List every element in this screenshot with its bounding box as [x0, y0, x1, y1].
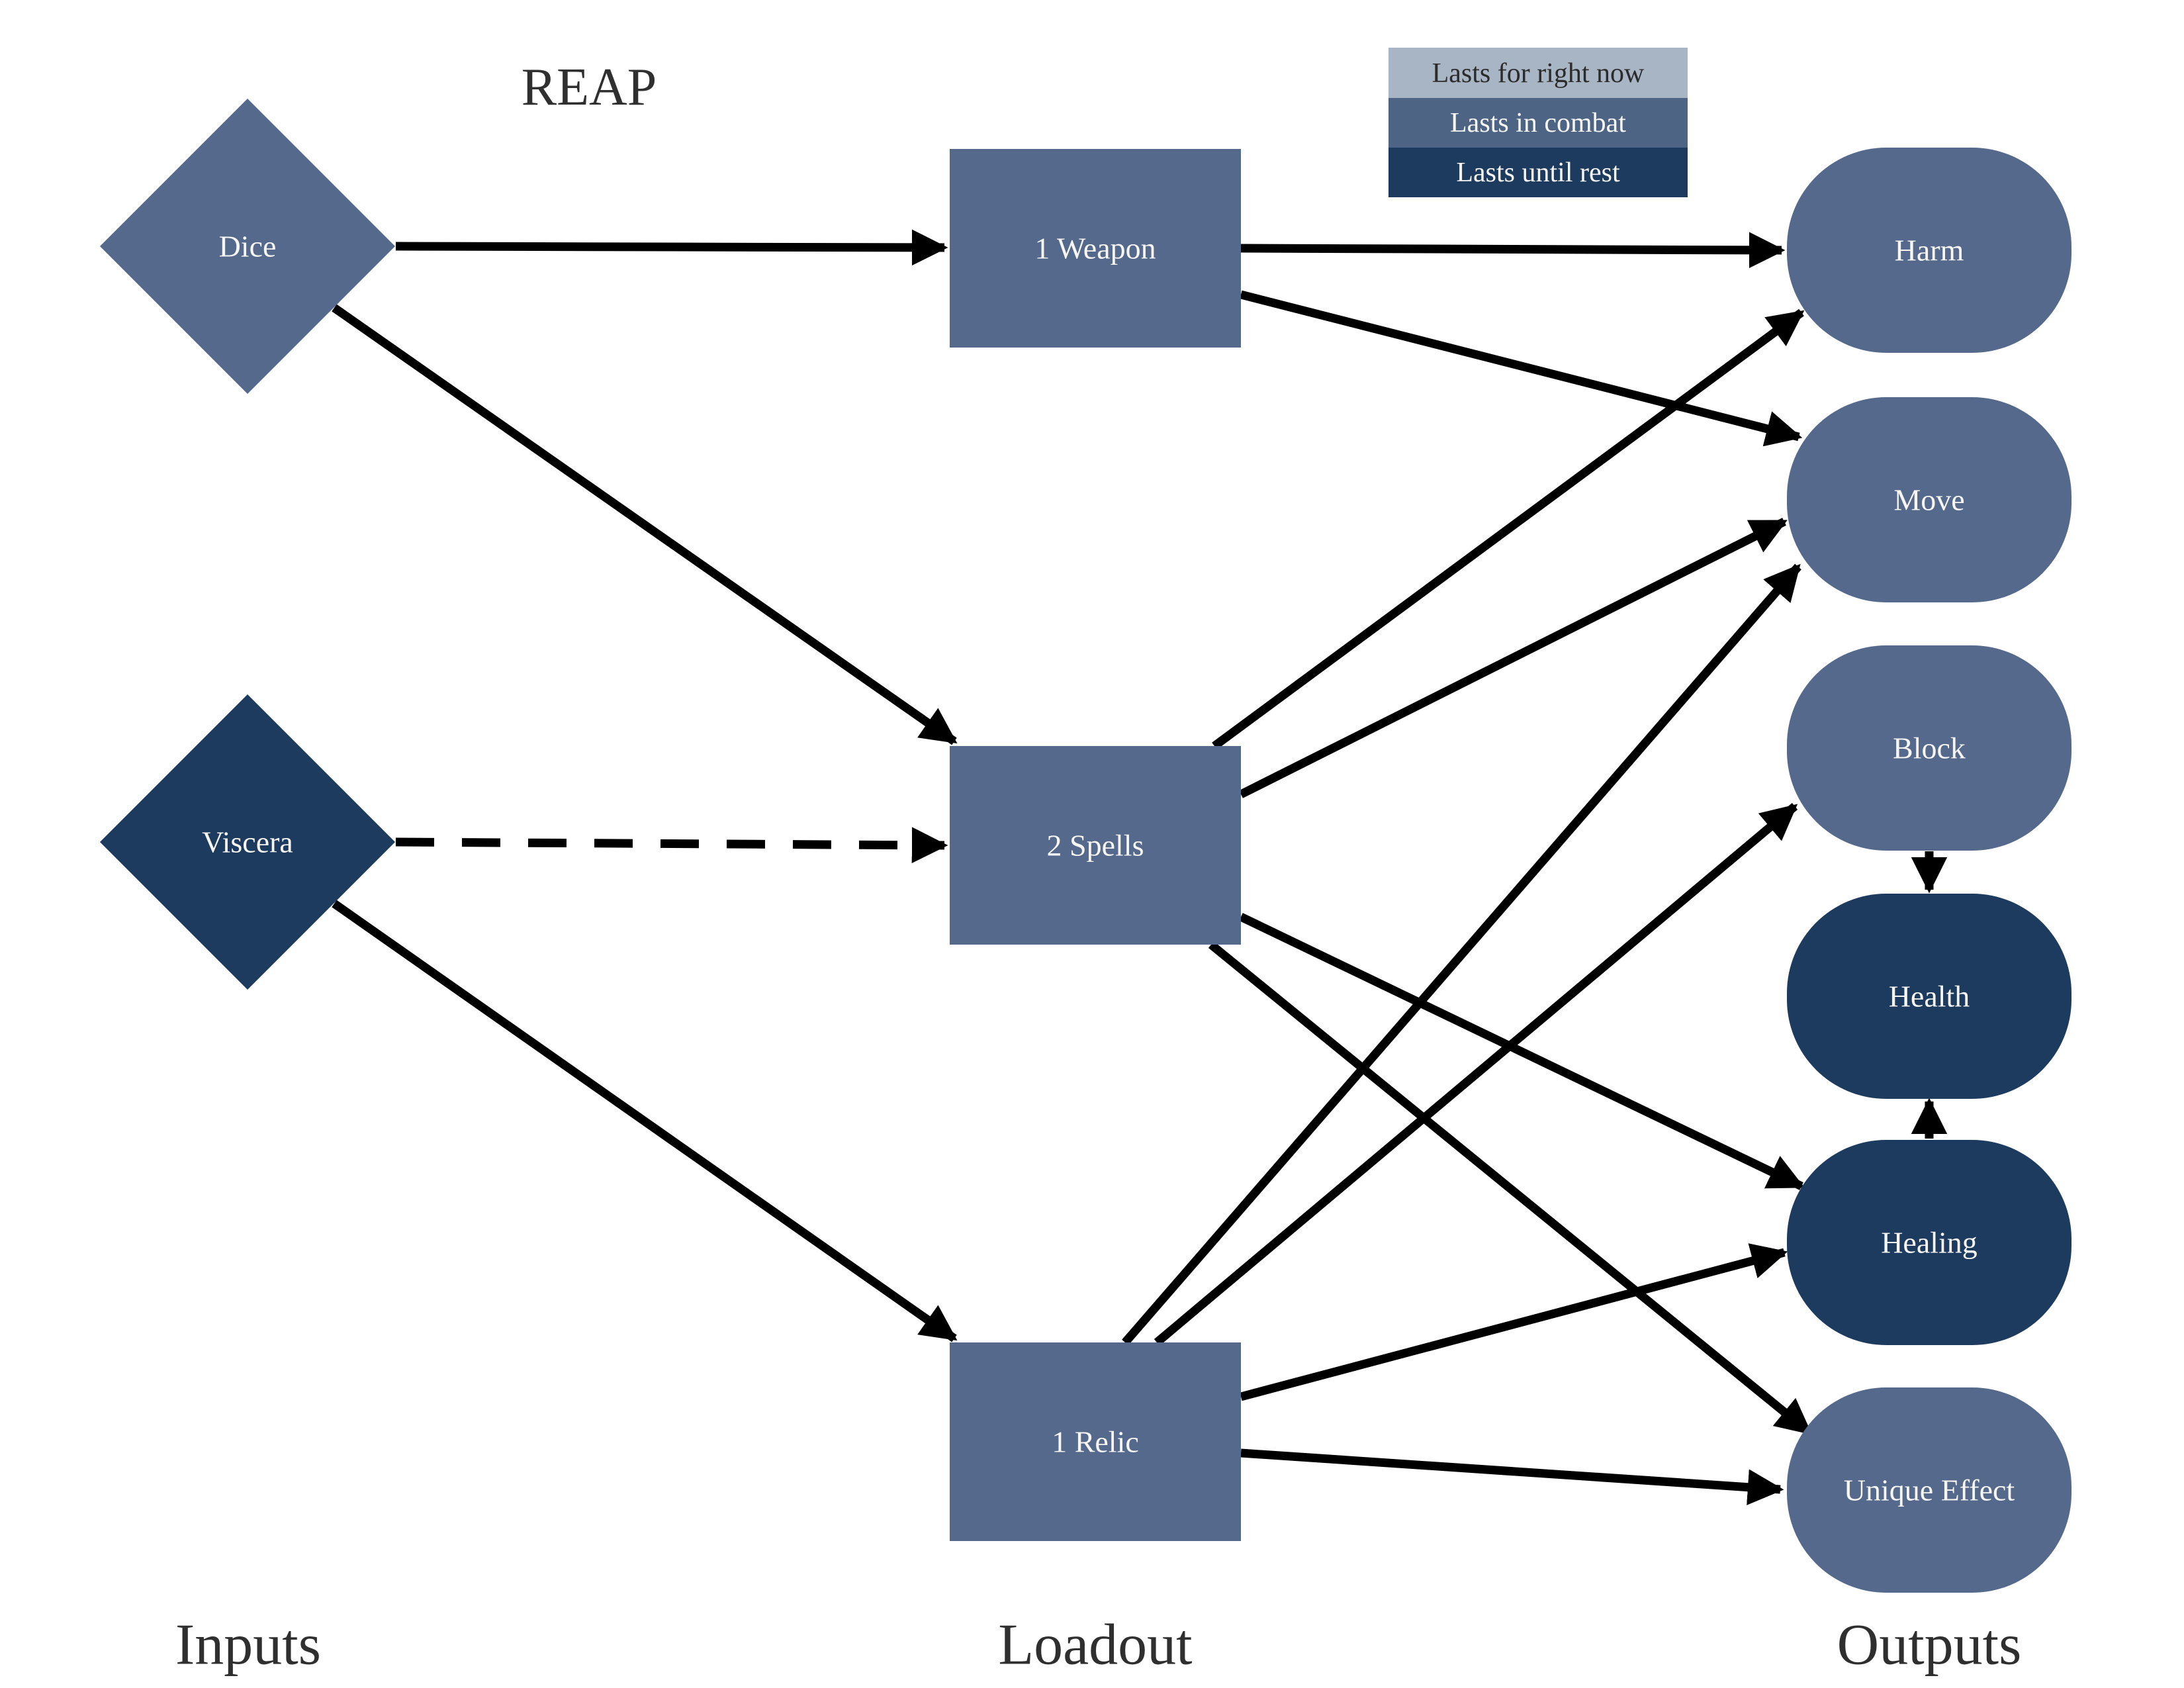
health-label: Health — [1889, 980, 1970, 1013]
node-unique-effect: Unique Effect — [1787, 1387, 2071, 1593]
edge-viscera-relic — [332, 900, 958, 1342]
edge-viscera-spells — [395, 827, 948, 864]
edge-relic-healing — [1240, 1243, 1788, 1401]
legend-swatch-until-rest — [1388, 148, 1688, 197]
unique-effect-label: Unique Effect — [1844, 1474, 2015, 1507]
edge-dice-spells — [332, 304, 958, 745]
move-label: Move — [1893, 483, 1964, 517]
legend-label-right-now: Lasts for right now — [1432, 58, 1645, 89]
move-shape — [1787, 397, 2071, 602]
node-health: Health — [1787, 894, 2071, 1099]
weapon-label: 1 Weapon — [1034, 232, 1156, 265]
health-shape — [1787, 894, 2071, 1099]
column-label-inputs: Inputs — [175, 1613, 321, 1677]
column-label-loadout: Loadout — [998, 1613, 1192, 1677]
relic-label: 1 Relic — [1052, 1425, 1139, 1459]
edge-spells-move — [1239, 518, 1788, 798]
node-weapon: 1 Weapon — [950, 149, 1241, 348]
legend-label-until-rest: Lasts until rest — [1456, 158, 1620, 188]
harm-label: Harm — [1895, 234, 1964, 267]
node-healing: Healing — [1787, 1140, 2071, 1345]
block-label: Block — [1893, 731, 1966, 765]
node-dice: Dice — [100, 99, 395, 394]
legend-swatch-right-now — [1388, 48, 1688, 98]
healing-label: Healing — [1881, 1226, 1978, 1260]
diagram-title: REAP — [522, 58, 657, 117]
spells-label: 2 Spells — [1047, 829, 1144, 863]
edge-spells-healing — [1239, 913, 1805, 1190]
edge-dice-weapon — [395, 229, 948, 266]
node-harm: Harm — [1787, 148, 2071, 353]
edge-spells-unique_effect — [1208, 941, 1813, 1436]
node-spells: 2 Spells — [950, 746, 1241, 945]
dice-shape — [100, 99, 395, 394]
node-move: Move — [1787, 397, 2071, 602]
legend-swatch-in-combat — [1388, 98, 1688, 148]
relic-shape — [950, 1342, 1241, 1541]
edges-layer — [332, 229, 1948, 1505]
weapon-shape — [950, 149, 1241, 348]
harm-shape — [1787, 148, 2071, 353]
unique-effect-shape — [1787, 1387, 2071, 1593]
block-shape — [1787, 645, 2071, 851]
viscera-shape — [100, 694, 395, 990]
node-viscera: Viscera — [100, 694, 395, 990]
legend: Lasts for right now Lasts in combat Last… — [1388, 48, 1688, 197]
legend-label-in-combat: Lasts in combat — [1450, 108, 1626, 138]
node-block: Block — [1787, 645, 2071, 851]
column-label-outputs: Outputs — [1837, 1613, 2022, 1677]
edge-relic-block — [1154, 803, 1798, 1346]
edge-relic-unique_effect — [1240, 1448, 1784, 1505]
viscera-label: Viscera — [202, 825, 293, 859]
spells-shape — [950, 746, 1241, 945]
healing-shape — [1787, 1140, 2071, 1345]
edge-weapon-harm — [1240, 232, 1786, 269]
dice-label: Dice — [219, 230, 277, 263]
edge-weapon-move — [1240, 290, 1803, 447]
edge-relic-move — [1122, 563, 1801, 1346]
edge-spells-harm — [1212, 308, 1805, 750]
node-relic: 1 Relic — [950, 1342, 1241, 1541]
